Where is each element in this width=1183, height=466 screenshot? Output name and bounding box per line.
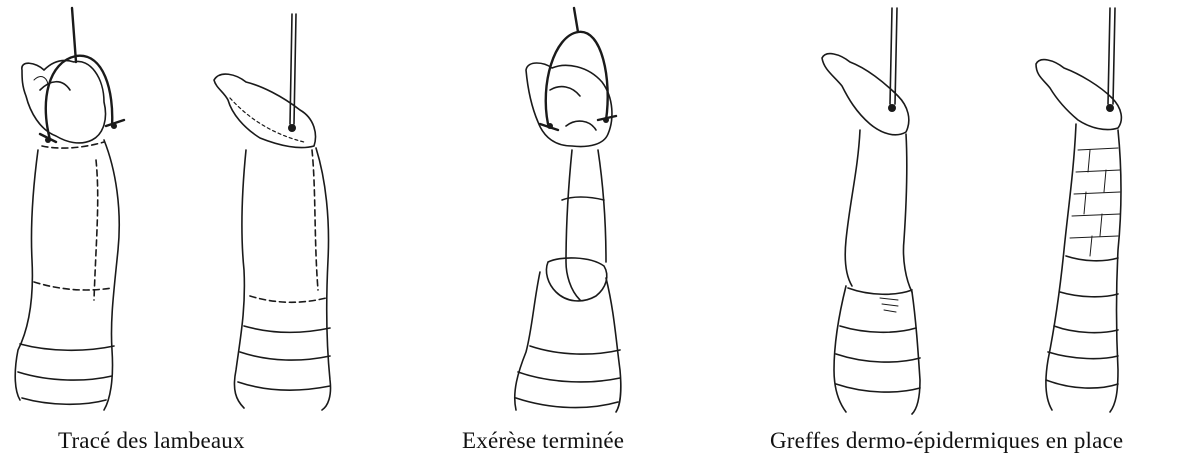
drawing-flap-outline-front [15,8,124,410]
drawing-excision-done [515,8,621,412]
drawing-grafts-meshed [1036,8,1121,412]
drawing-flap-outline-side [214,14,331,410]
caption-grafts-in-place: Greffes dermo-épidermiques en place [770,428,1123,454]
caption-flaps-outline: Tracé des lambeaux [58,428,245,454]
graft-mesh-pattern [1070,148,1120,256]
caption-excision-done: Exérèse terminée [462,428,624,454]
drawing-grafts-front [822,8,920,414]
